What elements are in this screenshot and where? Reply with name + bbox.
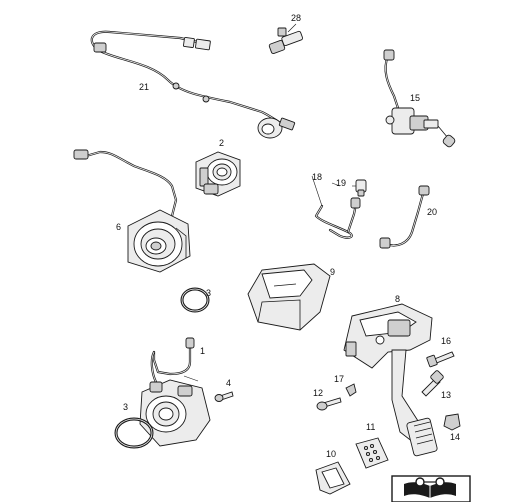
part-6-slave-cylinder-with-pipe [73, 149, 191, 273]
callout-12: 12 [313, 388, 323, 398]
callout-20: 20 [427, 207, 437, 217]
part-3-o-ring-upper [180, 287, 210, 313]
part-19-fitting [355, 179, 367, 197]
callout-21: 21 [139, 82, 149, 92]
part-15-master-cylinder [383, 49, 456, 148]
part-18-brake-line-loop [314, 197, 361, 239]
callout-labels: 28 21 15 2 18 19 20 6 9 3 8 16 1 17 4 12… [116, 13, 460, 459]
callout-10: 10 [326, 449, 336, 459]
part-14-rubber-stop [443, 413, 461, 431]
part-11-pedal-pad [355, 437, 389, 469]
part-12-screw [316, 397, 342, 411]
callout-19: 19 [336, 178, 346, 188]
part-9-pedal-cover [247, 263, 331, 331]
callout-1: 1 [200, 346, 205, 356]
book-with-glasses-icon [391, 475, 471, 502]
callout-28: 28 [291, 13, 301, 23]
callout-4: 4 [226, 378, 231, 388]
part-1-slave-cylinder-lower [139, 337, 211, 447]
part-16-bolt [426, 351, 455, 368]
callout-11: 11 [366, 422, 375, 432]
part-13-bolt [421, 370, 444, 397]
part-10-pedal-rubber [315, 461, 351, 495]
part-2-slave-cylinder-small [195, 151, 241, 197]
callout-9: 9 [330, 267, 335, 277]
part-21-clutch-pipe [90, 30, 296, 139]
callout-16: 16 [441, 336, 451, 346]
callout-3-upper: 3 [206, 288, 211, 298]
callout-14: 14 [450, 432, 460, 442]
part-28-bleed-connector [268, 23, 303, 54]
leader-lines [183, 175, 356, 382]
callout-8: 8 [395, 294, 400, 304]
callout-2: 2 [219, 138, 224, 148]
part-8-clutch-pedal [343, 303, 438, 457]
callout-6: 6 [116, 222, 121, 232]
callout-17: 17 [334, 374, 344, 384]
callout-15: 15 [410, 93, 420, 103]
callout-18: 18 [312, 172, 322, 182]
part-17-clip [345, 383, 357, 397]
part-20-brake-pipe [379, 185, 430, 249]
callout-3-lower: 3 [123, 402, 128, 412]
part-4-screw [214, 391, 234, 402]
callout-13: 13 [441, 390, 451, 400]
part-3-o-ring-lower [114, 417, 154, 449]
